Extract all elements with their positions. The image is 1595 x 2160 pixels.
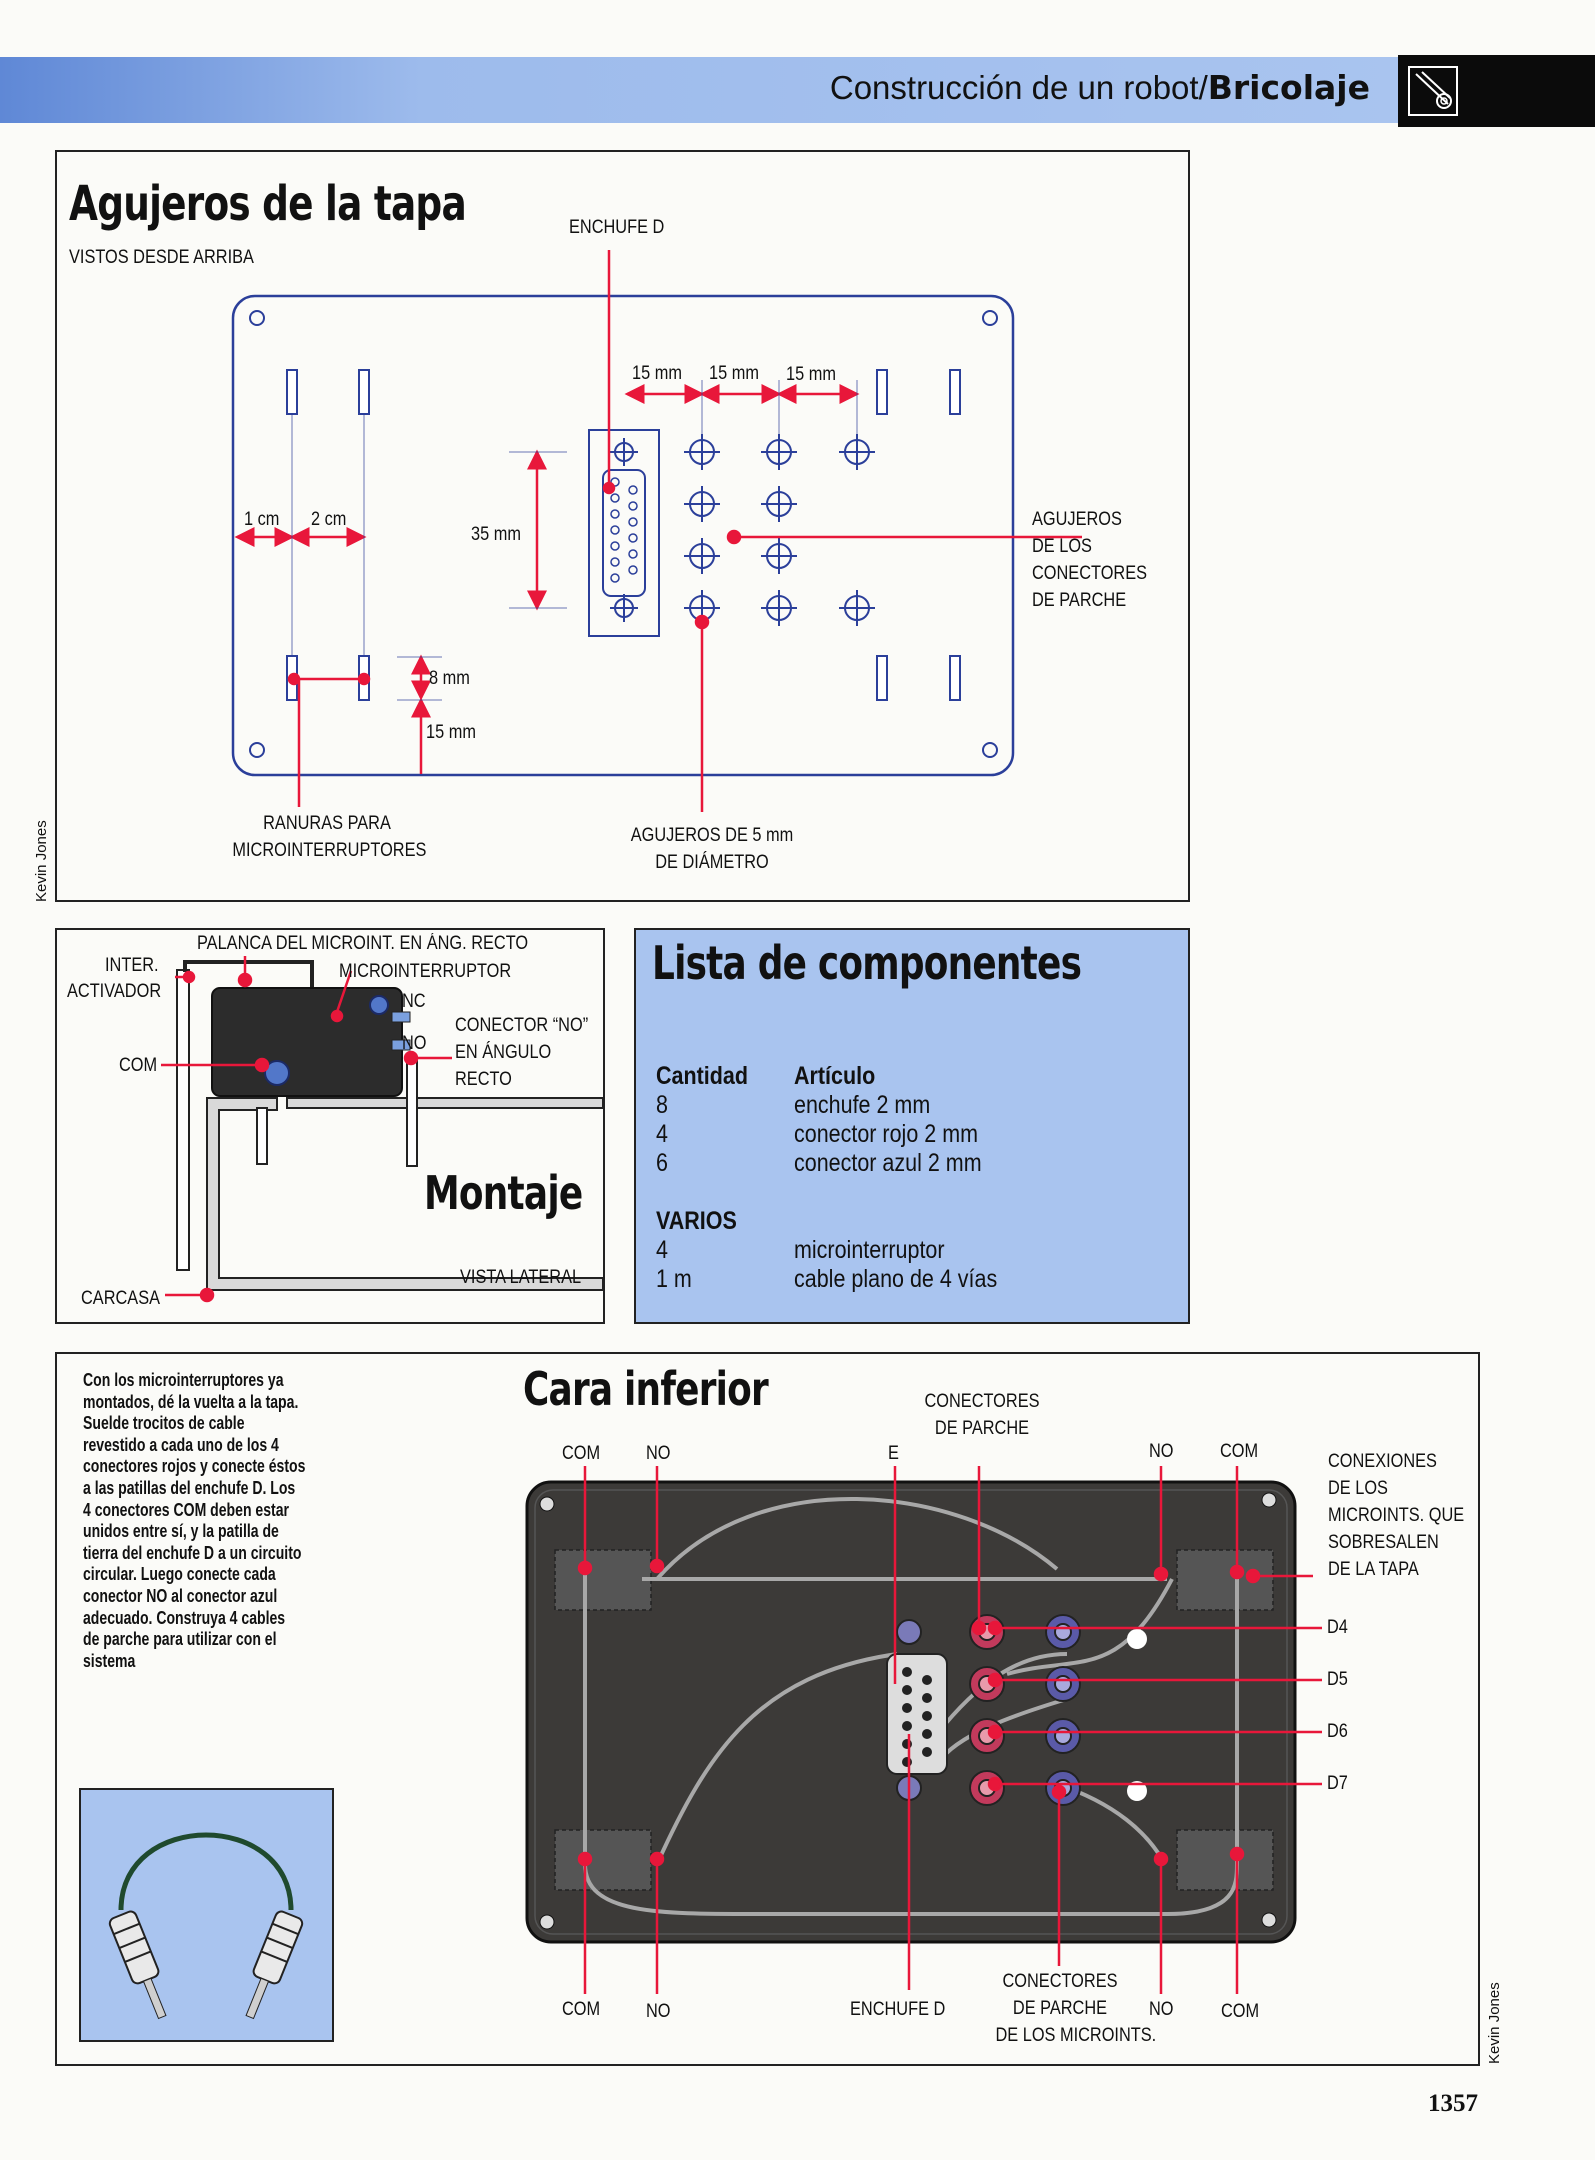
componentes-panel: Lista de componentes Cantidad 8 4 6 VARI… <box>634 928 1190 1324</box>
e-label: E <box>888 1443 899 1464</box>
activador-label: ACTIVADOR <box>67 981 162 1002</box>
item-cell: conector azul 2 mm <box>794 1149 982 1177</box>
tools-icon <box>1408 66 1458 116</box>
com-top-right: COM <box>1220 1441 1259 1462</box>
dim-15mm-a: 15 mm <box>632 363 682 384</box>
enchufe-d-bottom: ENCHUFE D <box>850 1999 946 2020</box>
qty-cell: 4 <box>656 1120 668 1148</box>
section-header: Construcción de un robot/Bricolaje <box>830 68 1370 107</box>
enchufe-d-label: ENCHUFE D <box>569 217 665 238</box>
com-label: COM <box>119 1055 158 1076</box>
componentes-title: Lista de componentes <box>652 936 1082 990</box>
page-number: 1357 <box>1428 2090 1478 2117</box>
col-cantidad: Cantidad <box>656 1062 748 1090</box>
montaje-title: Montaje <box>424 1166 583 1220</box>
d4-label: D4 <box>1327 1617 1348 1638</box>
montaje-diagram <box>161 956 603 1303</box>
tapa-panel: Agujeros de la tapa VISTOS DESDE ARRIBA <box>55 150 1190 902</box>
cara-inferior-diagram <box>525 1466 1322 1994</box>
dim-1cm: 1 cm <box>244 509 280 530</box>
dim-2cm: 2 cm <box>311 509 347 530</box>
tapa-title: Agujeros de la tapa <box>69 176 467 232</box>
d6-label: D6 <box>1327 1721 1348 1742</box>
com-top-left: COM <box>562 1443 601 1464</box>
inter-label: INTER. <box>105 955 159 976</box>
qty-cell: 4 <box>656 1236 668 1264</box>
no-label: NO <box>402 1033 427 1054</box>
patch-cable-illustration <box>79 1788 334 2042</box>
cara-inferior-title: Cara inferior <box>523 1362 769 1416</box>
dim-15mm-b: 15 mm <box>709 363 759 384</box>
tapa-diagram <box>231 250 1082 812</box>
vista-lateral-label: VISTA LATERAL <box>460 1267 582 1288</box>
qty-cell: 1 m <box>656 1265 692 1293</box>
section-logo <box>1398 55 1595 127</box>
dim-15mm-v: 15 mm <box>426 722 476 743</box>
carcasa-label: CARCASA <box>81 1288 160 1309</box>
dim-8mm: 8 mm <box>429 668 470 689</box>
section-name-bold: Bricolaje <box>1207 68 1370 107</box>
qty-column: Cantidad 8 4 6 VARIOS 4 1 m <box>656 1062 748 1294</box>
com-bottom-right: COM <box>1221 2001 1260 2022</box>
no-bottom-left: NO <box>646 2001 671 2022</box>
item-column: Artículo enchufe 2 mm conector rojo 2 mm… <box>794 1062 997 1294</box>
varios-heading: VARIOS <box>656 1207 737 1235</box>
montaje-panel: PALANCA DEL MICROINT. EN ÁNG. RECTO INTE… <box>55 928 605 1324</box>
qty-cell: 6 <box>656 1149 668 1177</box>
no-bottom-right: NO <box>1149 1999 1174 2020</box>
item-cell: conector rojo 2 mm <box>794 1120 979 1148</box>
illustrator-credit-top: Kevin Jones <box>33 820 50 902</box>
header-bar <box>0 57 1400 123</box>
no-top-left: NO <box>646 1443 671 1464</box>
d5-label: D5 <box>1327 1669 1348 1690</box>
dim-15mm-c: 15 mm <box>786 364 836 385</box>
dim-35mm: 35 mm <box>471 524 521 545</box>
microinterruptor-label: MICROINTERRUPTOR <box>339 961 512 982</box>
com-bottom-left: COM <box>562 1999 601 2020</box>
section-name: Construcción de un robot/ <box>829 69 1208 106</box>
item-cell: microinterruptor <box>794 1236 945 1264</box>
item-cell: cable plano de 4 vías <box>794 1265 998 1293</box>
item-cell: enchufe 2 mm <box>794 1091 931 1119</box>
nc-label: NC <box>402 991 426 1012</box>
illustrator-credit-bottom: Kevin Jones <box>1486 1982 1503 2064</box>
d7-label: D7 <box>1327 1773 1348 1794</box>
tapa-subtitle: VISTOS DESDE ARRIBA <box>69 247 254 268</box>
col-articulo: Artículo <box>794 1062 876 1090</box>
qty-cell: 8 <box>656 1091 668 1119</box>
no-top-right: NO <box>1149 1441 1174 1462</box>
palanca-label: PALANCA DEL MICROINT. EN ÁNG. RECTO <box>197 933 529 954</box>
